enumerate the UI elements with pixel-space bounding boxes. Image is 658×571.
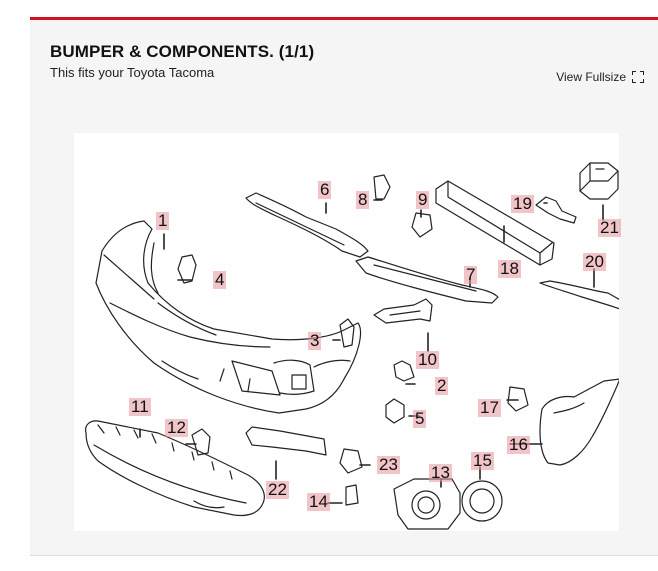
vehicle-fit-note: This fits your Toyota Tacoma [50,65,215,80]
garnish-drawing [245,426,327,456]
small-parts-drawing [177,174,529,506]
fog-lamp-drawing [461,480,503,522]
callout-11[interactable]: 11 [129,397,151,416]
callout-20[interactable]: 20 [583,252,606,271]
callout-18[interactable]: 18 [498,259,521,278]
callout-2[interactable]: 2 [435,376,449,395]
callout-22[interactable]: 22 [266,480,289,499]
bumper-cover-drawing [95,220,362,414]
callout-14[interactable]: 14 [307,492,330,511]
view-fullsize-label: View Fullsize [556,70,626,84]
parts-diagram[interactable]: 1 2 3 4 5 6 7 8 9 10 11 12 13 14 15 16 1… [74,133,621,531]
side-cover-drawing [539,378,619,466]
callout-15[interactable]: 15 [471,451,494,470]
lower-bracket-drawing [539,280,619,310]
leader-lines [139,199,604,504]
parts-illustration [85,162,619,530]
callout-3[interactable]: 3 [308,331,322,350]
callout-13[interactable]: 13 [429,463,452,482]
callout-21[interactable]: 21 [598,218,621,237]
callout-10[interactable]: 10 [416,350,439,369]
reinforcement-drawing [435,180,555,266]
expand-icon [632,71,644,83]
retainer-bracket-drawing [373,298,433,324]
callout-5[interactable]: 5 [413,409,427,428]
callout-9[interactable]: 9 [416,190,430,209]
callout-6[interactable]: 6 [318,180,332,199]
callout-23[interactable]: 23 [377,455,400,474]
upper-retainer-drawing [245,192,369,258]
bracket-19-drawing [535,196,577,224]
callout-1[interactable]: 1 [156,211,170,230]
callout-17[interactable]: 17 [478,398,501,417]
callout-8[interactable]: 8 [356,190,370,209]
callout-12[interactable]: 12 [165,418,188,437]
callout-16[interactable]: 16 [507,435,530,454]
fog-cover-drawing [393,478,461,530]
page-title: BUMPER & COMPONENTS. (1/1) [50,42,315,61]
parts-diagram-card: BUMPER & COMPONENTS. (1/1) This fits you… [30,17,658,555]
view-fullsize-button[interactable]: View Fullsize [556,70,644,84]
lower-spoiler-drawing [85,420,265,517]
module-drawing [579,162,619,200]
bottom-divider [30,555,658,556]
callout-7[interactable]: 7 [464,265,478,284]
side-support-drawing [355,256,499,304]
callout-19[interactable]: 19 [511,194,534,213]
callout-4[interactable]: 4 [213,270,227,289]
